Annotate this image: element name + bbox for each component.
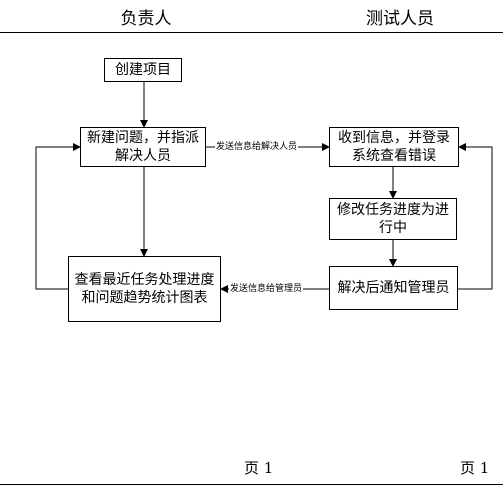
node-view-stats: 查看最近任务处理进度和问题趋势统计图表 — [68, 256, 221, 322]
lane-header-tester: 测试人员 — [366, 9, 434, 29]
node-new-issue-label: 新建问题，并指派解决人员 — [87, 130, 199, 164]
lane-header-owner: 负责人 — [120, 9, 172, 29]
edge-label-to-manager: 发送信息给管理员 — [229, 284, 304, 295]
node-view-stats-label: 查看最近任务处理进度和问题趋势统计图表 — [74, 272, 215, 306]
node-resolve-notify: 解决后通知管理员 — [329, 266, 458, 310]
node-create-project-label: 创建项目 — [115, 62, 171, 78]
footer-divider — [0, 484, 503, 485]
header-divider — [0, 32, 503, 33]
page-number-right: 页 1 — [460, 459, 490, 477]
loop-resolve-to-receive — [458, 143, 493, 290]
loop-stats-to-new-issue — [35, 143, 81, 290]
node-new-issue: 新建问题，并指派解决人员 — [80, 127, 206, 167]
node-receive-info: 收到信息，并登录系统查看错误 — [329, 127, 459, 167]
edge-label-to-resolver: 发送信息给解决人员 — [215, 142, 299, 153]
node-receive-info-label: 收到信息，并登录系统查看错误 — [338, 130, 450, 164]
node-update-progress: 修改任务进度为进行中 — [329, 198, 457, 240]
page-number-left: 页 1 — [244, 459, 274, 477]
node-create-project: 创建项目 — [104, 58, 182, 82]
node-update-progress-label: 修改任务进度为进行中 — [337, 202, 449, 236]
node-resolve-notify-label: 解决后通知管理员 — [337, 280, 450, 296]
